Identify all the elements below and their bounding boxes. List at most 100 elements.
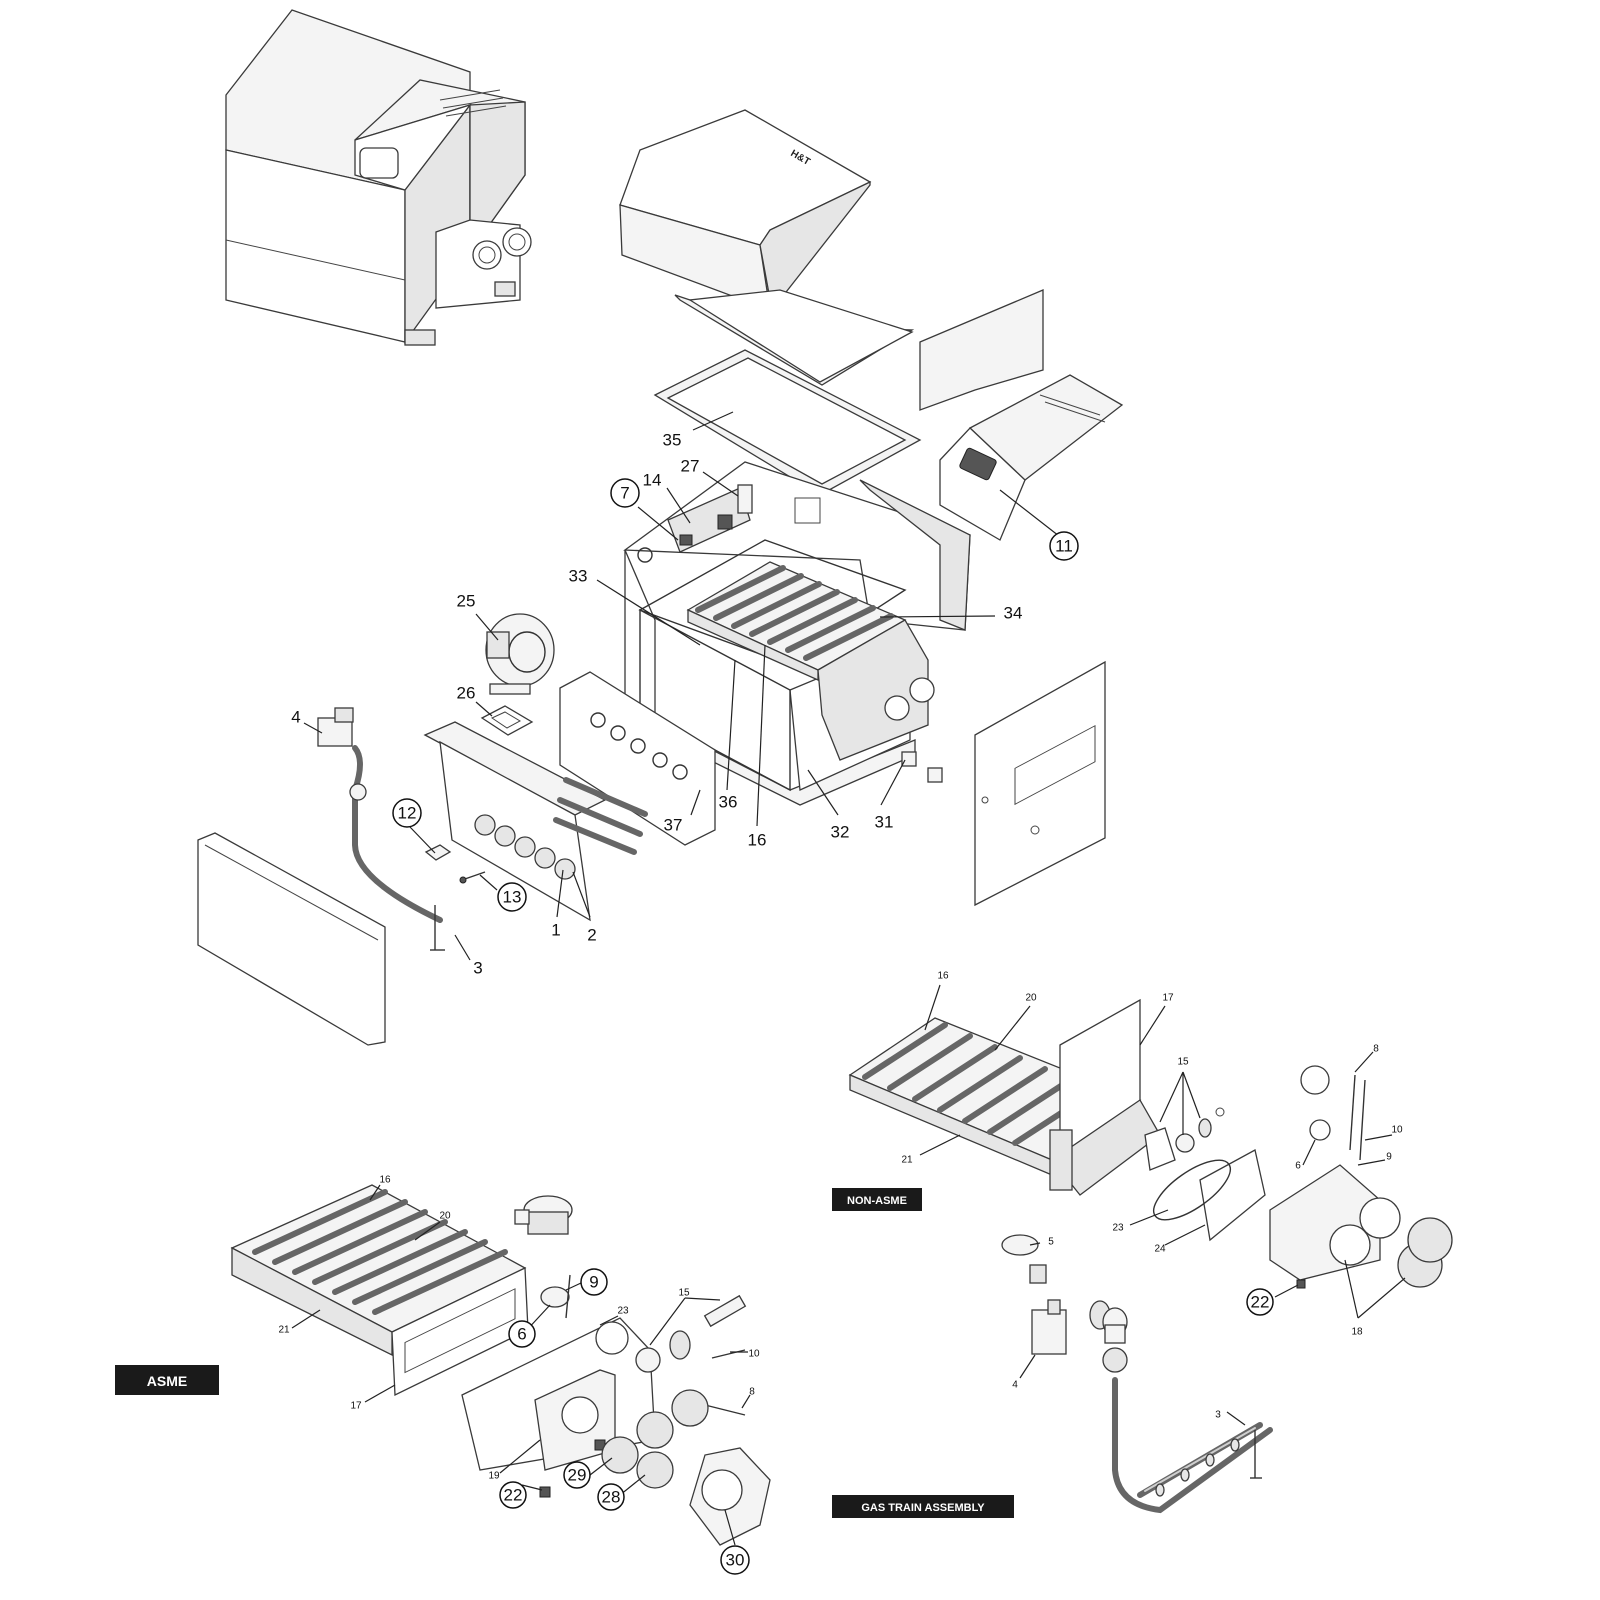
callout-asme-19: 19 xyxy=(488,1471,500,1482)
callout-asme-22: 22 xyxy=(499,1481,527,1509)
callout-gas-train-5: 5 xyxy=(1048,1237,1054,1248)
callout-main-11: 11 xyxy=(1049,531,1079,561)
non-asme-heat-exchanger xyxy=(848,998,1161,1196)
callout-main-16: 16 xyxy=(748,831,767,850)
callout-main-7: 7 xyxy=(610,478,640,508)
callout-number: 8 xyxy=(1373,1044,1379,1055)
control-panel-housing xyxy=(939,374,1124,541)
right-upper-panel xyxy=(919,289,1044,411)
callout-number: 23 xyxy=(1112,1223,1124,1234)
callout-non-asme-17: 17 xyxy=(1162,993,1174,1004)
section-label-asme: ASME xyxy=(147,1373,187,1389)
section-tag-non-asme: NON-ASME xyxy=(832,1188,922,1211)
callout-number: 15 xyxy=(678,1288,690,1299)
callout-number: 32 xyxy=(831,823,850,842)
blower xyxy=(485,613,555,695)
callout-number: 12 xyxy=(398,804,417,823)
callout-asme-29: 29 xyxy=(563,1461,591,1489)
callout-non-asme-18: 18 xyxy=(1351,1327,1363,1338)
callout-number: 9 xyxy=(1386,1152,1392,1163)
callout-number: 22 xyxy=(1251,1293,1270,1312)
callout-non-asme-23: 23 xyxy=(1112,1223,1124,1234)
callout-non-asme-21: 21 xyxy=(901,1155,913,1166)
callout-number: 11 xyxy=(1055,537,1073,556)
callout-non-asme-6: 6 xyxy=(1295,1161,1301,1172)
callout-asme-9: 9 xyxy=(580,1268,608,1296)
callout-number: 15 xyxy=(1177,1057,1189,1068)
callout-number: 7 xyxy=(620,484,629,503)
main-leaders xyxy=(303,411,1060,961)
callout-asme-21: 21 xyxy=(278,1325,290,1336)
callout-main-12: 12 xyxy=(392,798,422,828)
callout-non-asme-24: 24 xyxy=(1154,1244,1166,1255)
callout-circle xyxy=(720,1545,750,1575)
callout-number: 35 xyxy=(663,431,682,450)
heat-exchanger-tubes xyxy=(695,565,894,661)
callout-number: 18 xyxy=(1351,1327,1363,1338)
callout-number: 16 xyxy=(748,831,767,850)
asme-tubes xyxy=(252,1189,508,1315)
callout-number: 21 xyxy=(278,1325,290,1336)
gas-train-orifices xyxy=(1155,1438,1240,1497)
callout-circle xyxy=(1049,531,1079,561)
callout-asme-10: 10 xyxy=(748,1349,760,1360)
gas-valve-main xyxy=(317,707,443,923)
callout-number: 5 xyxy=(1048,1237,1054,1248)
callout-number: 37 xyxy=(664,816,683,835)
callout-number: 4 xyxy=(291,708,300,727)
callout-number: 29 xyxy=(568,1466,587,1485)
callout-non-asme-10: 10 xyxy=(1391,1125,1403,1136)
callout-number: 8 xyxy=(749,1387,755,1398)
callout-circle xyxy=(508,1320,536,1348)
asme-valve-parts xyxy=(461,1195,771,1546)
assembled-heater xyxy=(225,9,532,346)
callout-non-asme-9: 9 xyxy=(1386,1152,1392,1163)
callout-number: 10 xyxy=(748,1349,760,1360)
callout-circle xyxy=(497,882,527,912)
callout-circle xyxy=(610,478,640,508)
callout-number: 36 xyxy=(719,793,738,812)
callout-asme-17: 17 xyxy=(350,1401,362,1412)
callout-main-3: 3 xyxy=(473,959,482,978)
callout-number: 10 xyxy=(1391,1125,1403,1136)
callout-number: 34 xyxy=(1004,604,1023,623)
flame-sensor xyxy=(459,871,486,884)
callout-number: 21 xyxy=(901,1155,913,1166)
callout-number: 13 xyxy=(503,888,522,907)
top-cover: H&T xyxy=(619,109,872,312)
callout-main-25: 25 xyxy=(457,592,476,611)
gas-train-parts xyxy=(1001,1234,1273,1514)
gas-train-leaders xyxy=(1019,1242,1246,1426)
callout-number: 27 xyxy=(681,457,700,476)
callout-number: 6 xyxy=(1295,1161,1301,1172)
main-cabinet xyxy=(623,461,971,806)
callout-circle xyxy=(499,1481,527,1509)
callout-main-37: 37 xyxy=(664,816,683,835)
callout-main-13: 13 xyxy=(497,882,527,912)
callout-asme-30: 30 xyxy=(720,1545,750,1575)
callout-circle xyxy=(563,1461,591,1489)
callout-asme-8: 8 xyxy=(749,1387,755,1398)
callout-asme-28: 28 xyxy=(597,1483,625,1511)
callout-number: 24 xyxy=(1154,1244,1166,1255)
callout-number: 3 xyxy=(473,959,482,978)
burner-manifold-bracket xyxy=(430,905,445,951)
callout-non-asme-22: 22 xyxy=(1246,1288,1274,1316)
callout-number: 20 xyxy=(439,1211,451,1222)
callout-circle xyxy=(392,798,422,828)
callout-main-33: 33 xyxy=(569,567,588,586)
top-plate xyxy=(674,289,915,386)
callout-number: 25 xyxy=(457,592,476,611)
callout-main-34: 34 xyxy=(1004,604,1023,623)
asme-heat-exchanger xyxy=(230,1184,529,1397)
callout-asme-20: 20 xyxy=(439,1211,451,1222)
callout-non-asme-15: 15 xyxy=(1177,1057,1189,1068)
non-asme-manifold xyxy=(1269,1065,1453,1289)
callout-number: 16 xyxy=(379,1175,391,1186)
callout-non-asme-8: 8 xyxy=(1373,1044,1379,1055)
callout-asme-16: 16 xyxy=(379,1175,391,1186)
callout-main-35: 35 xyxy=(663,431,682,450)
callout-number: 26 xyxy=(457,684,476,703)
